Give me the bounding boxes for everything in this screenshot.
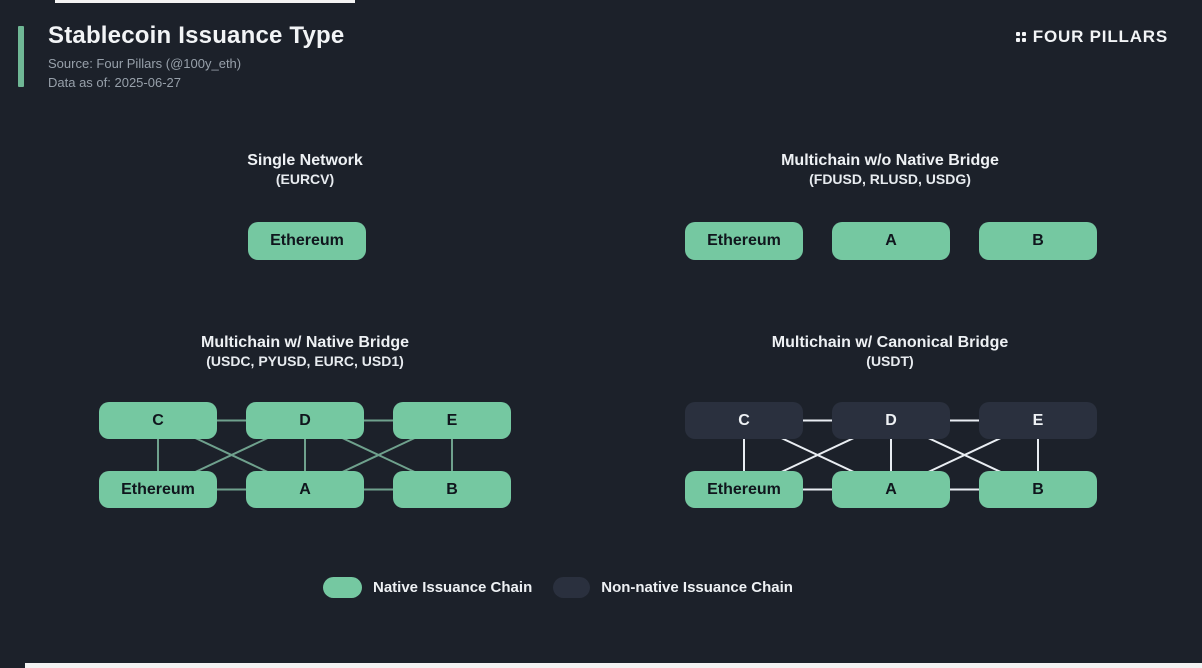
section-heading: Multichain w/ Canonical Bridge	[771, 334, 1009, 351]
chain-node-c: C	[685, 402, 803, 439]
wo-native-node-row: Ethereum A B	[685, 222, 1097, 260]
native-chain-swatch	[323, 577, 362, 598]
native-bridge-diagram: C D E Ethereum A B	[99, 402, 511, 508]
section-subheading: (FDUSD, RLUSD, USDG)	[809, 171, 971, 187]
chain-node-ethereum: Ethereum	[248, 222, 366, 260]
chain-node-d: D	[832, 402, 950, 439]
chain-node-b: B	[979, 222, 1097, 260]
chain-node-e: E	[393, 402, 511, 439]
top-edge-artifact	[55, 0, 355, 3]
section-subheading: (USDC, PYUSD, EURC, USD1)	[206, 353, 404, 369]
chain-node-a: A	[246, 471, 364, 508]
four-dots-icon	[1015, 32, 1026, 42]
section-title-wo-native: Multichain w/o Native Bridge (FDUSD, RLU…	[710, 152, 1070, 188]
brand-logo: FOUR PILLARS	[1015, 27, 1168, 47]
canonical-bridge-diagram: C D E Ethereum A B	[685, 402, 1097, 508]
section-heading: Multichain w/ Native Bridge	[200, 334, 410, 351]
title-accent-bar	[18, 26, 24, 87]
chain-node-ethereum: Ethereum	[685, 471, 803, 508]
chain-node-c: C	[99, 402, 217, 439]
chain-node-b: B	[393, 471, 511, 508]
bottom-edge-artifact	[25, 663, 1202, 668]
non-native-chain-label: Non-native Issuance Chain	[601, 579, 793, 596]
chain-node-ethereum: Ethereum	[99, 471, 217, 508]
brand-name: FOUR PILLARS	[1032, 27, 1168, 46]
page-title: Stablecoin Issuance Type	[48, 22, 345, 49]
chain-node-a: A	[832, 471, 950, 508]
non-native-chain-swatch	[553, 577, 591, 598]
legend: Native Issuance Chain Non-native Issuanc…	[323, 577, 793, 598]
section-heading: Multichain w/o Native Bridge	[781, 152, 999, 169]
section-title-native-bridge: Multichain w/ Native Bridge (USDC, PYUSD…	[125, 334, 485, 370]
chain-node-e: E	[979, 402, 1097, 439]
section-title-canonical-bridge: Multichain w/ Canonical Bridge (USDT)	[710, 334, 1070, 370]
section-subheading: (EURCV)	[275, 171, 335, 187]
chain-node-ethereum: Ethereum	[685, 222, 803, 260]
section-subheading: (USDT)	[866, 353, 914, 369]
source-line: Source: Four Pillars (@100y_eth)	[48, 56, 242, 71]
chain-node-d: D	[246, 402, 364, 439]
section-title-single: Single Network (EURCV)	[125, 152, 485, 188]
chain-node-b: B	[979, 471, 1097, 508]
native-chain-label: Native Issuance Chain	[373, 579, 533, 596]
chain-node-a: A	[832, 222, 950, 260]
data-as-of-line: Data as of: 2025-06-27	[48, 75, 181, 90]
section-heading: Single Network	[247, 152, 363, 169]
